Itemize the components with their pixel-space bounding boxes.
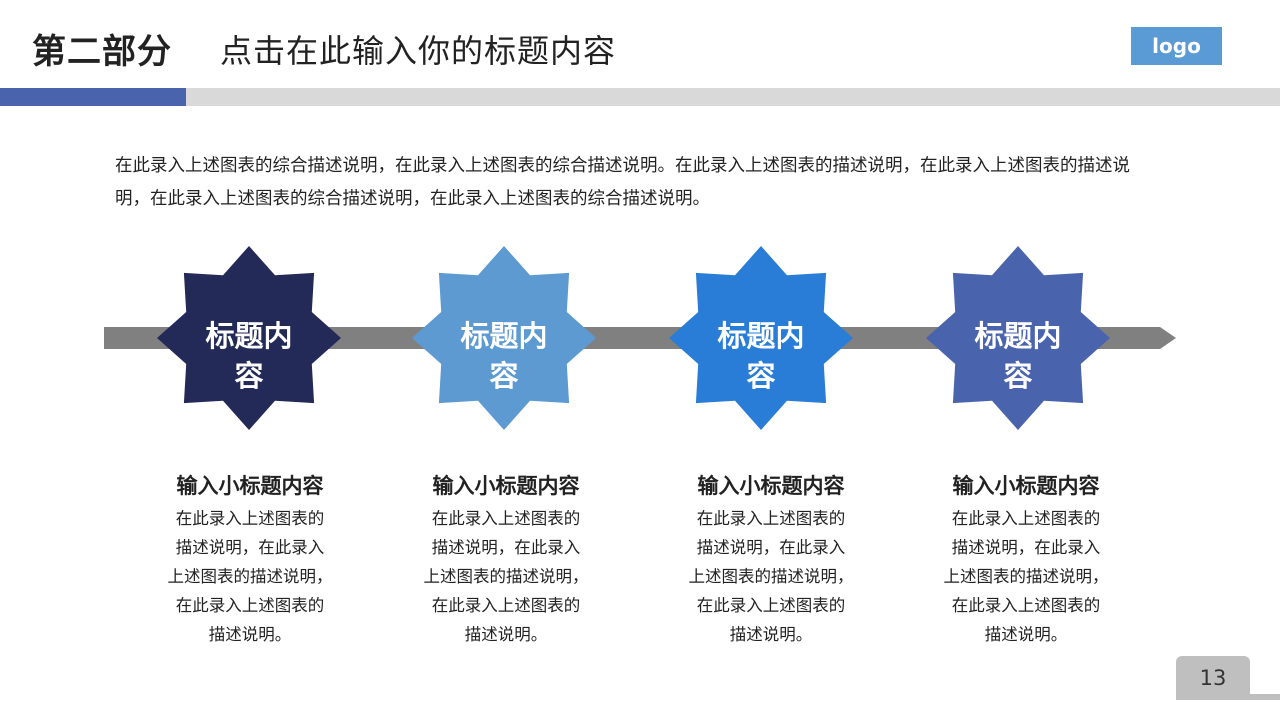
step-label-3: 标题内 容 xyxy=(701,316,821,396)
desc-line: 在此录入上述图表的 xyxy=(175,509,325,528)
header-divider-accent xyxy=(0,88,186,106)
desc-line: 描述说明。 xyxy=(729,625,813,644)
section-label: 第二部分 xyxy=(32,32,172,72)
step-star-1 xyxy=(157,246,341,430)
step-star-3 xyxy=(669,246,853,430)
desc-line: 在此录入上述图表的 xyxy=(431,509,581,528)
page-title: 点击在此输入你的标题内容 xyxy=(220,32,617,70)
step-label-line2: 容 xyxy=(234,359,264,393)
step-star-2 xyxy=(412,246,596,430)
step-label-line2: 容 xyxy=(489,359,519,393)
summary-text: 在此录入上述图表的综合描述说明，在此录入上述图表的综合描述说明。在此录入上述图表… xyxy=(115,156,1130,209)
step-label-2: 标题内 容 xyxy=(444,316,564,396)
desc-line: 上述图表的描述说明， xyxy=(423,567,589,586)
step-subtitle-1: 输入小标题内容 xyxy=(176,474,324,498)
desc-line: 在此录入上述图表的 xyxy=(951,596,1101,615)
step-label-4: 标题内 容 xyxy=(958,316,1078,396)
desc-line: 在此录入上述图表的 xyxy=(696,596,846,615)
step-subtitle-2: 输入小标题内容 xyxy=(432,474,580,498)
desc-line: 在此录入上述图表的 xyxy=(175,596,325,615)
desc-line: 描述说明。 xyxy=(208,625,292,644)
desc-line: 上述图表的描述说明， xyxy=(688,567,854,586)
timeline-arrow xyxy=(104,327,1176,349)
step-label-1: 标题内 容 xyxy=(189,316,309,396)
step-desc-3: 在此录入上述图表的 描述说明，在此录入 上述图表的描述说明， 在此录入上述图表的… xyxy=(676,504,866,649)
desc-line: 描述说明，在此录入 xyxy=(696,538,846,557)
desc-line: 上述图表的描述说明， xyxy=(167,567,333,586)
desc-line: 在此录入上述图表的 xyxy=(696,509,846,528)
step-star-4 xyxy=(926,246,1110,430)
desc-line: 上述图表的描述说明， xyxy=(943,567,1109,586)
step-label-line1: 标题内 xyxy=(717,319,805,353)
header-divider xyxy=(0,88,1280,106)
step-label-line1: 标题内 xyxy=(205,319,293,353)
step-subtitle-3: 输入小标题内容 xyxy=(697,474,845,498)
step-desc-1: 在此录入上述图表的 描述说明，在此录入 上述图表的描述说明， 在此录入上述图表的… xyxy=(155,504,345,649)
desc-line: 描述说明，在此录入 xyxy=(431,538,581,557)
desc-line: 在此录入上述图表的 xyxy=(431,596,581,615)
step-subtitle-4: 输入小标题内容 xyxy=(952,474,1100,498)
desc-line: 描述说明，在此录入 xyxy=(951,538,1101,557)
desc-line: 描述说明，在此录入 xyxy=(175,538,325,557)
page-number: 13 xyxy=(1176,656,1250,700)
step-label-line1: 标题内 xyxy=(460,319,548,353)
step-desc-4: 在此录入上述图表的 描述说明，在此录入 上述图表的描述说明， 在此录入上述图表的… xyxy=(931,504,1121,649)
step-desc-2: 在此录入上述图表的 描述说明，在此录入 上述图表的描述说明， 在此录入上述图表的… xyxy=(411,504,601,649)
desc-line: 描述说明。 xyxy=(464,625,548,644)
step-label-line2: 容 xyxy=(746,359,776,393)
logo: logo xyxy=(1131,27,1222,65)
step-label-line1: 标题内 xyxy=(974,319,1062,353)
desc-line: 在此录入上述图表的 xyxy=(951,509,1101,528)
step-label-line2: 容 xyxy=(1003,359,1033,393)
desc-line: 描述说明。 xyxy=(984,625,1068,644)
